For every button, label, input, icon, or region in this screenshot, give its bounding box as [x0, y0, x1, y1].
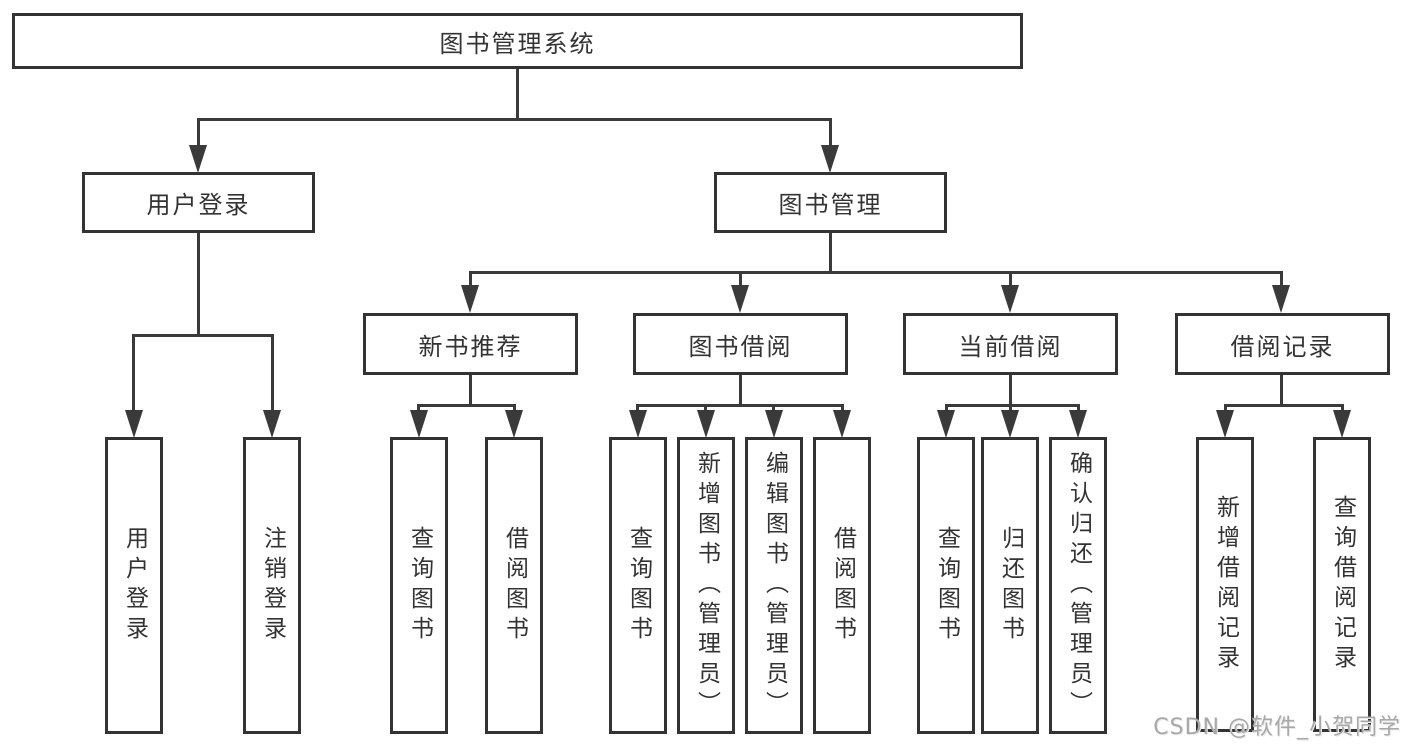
leaf-query-book-3: 查询图书 — [917, 437, 975, 734]
node-root: 图书管理系统 — [12, 13, 1023, 69]
connector-line — [469, 271, 472, 287]
connector-arrowhead — [263, 410, 281, 438]
connector-line — [197, 118, 832, 121]
connector-line — [1224, 404, 1344, 407]
connector-line — [271, 334, 274, 411]
leaf-query-book-1-label: 查询图书 — [406, 525, 433, 646]
leaf-user-login-label: 用户登录 — [121, 525, 148, 646]
connector-arrowhead — [1216, 410, 1234, 438]
connector-line — [1341, 404, 1344, 412]
connector-line — [841, 404, 844, 412]
connector-arrowhead — [1001, 410, 1019, 438]
node-borrow-record-label: 借阅记录 — [1230, 332, 1335, 361]
connector-arrowhead — [505, 410, 523, 438]
node-user-login-label: 用户登录 — [146, 191, 251, 219]
node-book-management: 图书管理 — [714, 172, 947, 233]
leaf-confirm-return-admin-label: 确认归还（管理员） — [1065, 450, 1092, 721]
connector-line — [739, 375, 742, 407]
connector-line — [945, 404, 1080, 407]
connector-line — [1009, 271, 1012, 287]
node-book-management-label: 图书管理 — [778, 191, 883, 219]
connector-line — [417, 404, 516, 407]
connector-line — [417, 404, 420, 412]
leaf-borrow-book-2-label: 借阅图书 — [829, 525, 856, 646]
leaf-query-book-2-label: 查询图书 — [625, 525, 652, 646]
connector-line — [513, 404, 516, 412]
connector-line — [1009, 375, 1012, 407]
connector-line — [1224, 404, 1227, 412]
connector-arrowhead — [833, 410, 851, 438]
node-new-book-recommend: 新书推荐 — [363, 313, 578, 375]
connector-arrowhead — [821, 145, 839, 173]
connector-line — [829, 118, 832, 148]
connector-arrowhead — [1001, 285, 1019, 313]
connector-line — [739, 271, 742, 287]
leaf-logout: 注销登录 — [243, 437, 301, 734]
leaf-return-book-label: 归还图书 — [997, 525, 1024, 646]
connector-line — [1077, 404, 1080, 412]
connector-line — [197, 233, 200, 337]
leaf-edit-book-admin: 编辑图书（管理员） — [745, 437, 803, 734]
connector-arrowhead — [189, 145, 207, 173]
leaf-add-book-admin: 新增图书（管理员） — [677, 437, 735, 734]
leaf-query-borrow-record-label: 查询借阅记录 — [1329, 494, 1356, 675]
connector-line — [469, 375, 472, 407]
connector-line — [1280, 271, 1283, 287]
leaf-return-book: 归还图书 — [981, 437, 1039, 734]
connector-line — [132, 334, 274, 337]
leaf-add-book-admin-label: 新增图书（管理员） — [693, 450, 720, 721]
connector-line — [516, 69, 519, 120]
connector-arrowhead — [731, 285, 749, 313]
leaf-logout-label: 注销登录 — [259, 525, 286, 646]
connector-line — [132, 334, 135, 411]
leaf-query-book-1: 查询图书 — [390, 437, 448, 734]
connector-line — [829, 233, 832, 274]
node-current-borrow-label: 当前借阅 — [958, 332, 1063, 361]
node-current-borrow: 当前借阅 — [903, 313, 1118, 375]
connector-line — [704, 404, 707, 412]
leaf-add-borrow-record: 新增借阅记录 — [1196, 437, 1254, 732]
node-user-login: 用户登录 — [82, 172, 315, 233]
csdn-watermark: CSDN @软件_小贺同学 — [1153, 715, 1401, 740]
connector-line — [636, 404, 844, 407]
leaf-borrow-book-1: 借阅图书 — [485, 437, 543, 734]
leaf-user-login: 用户登录 — [105, 437, 163, 734]
node-new-book-recommend-label: 新书推荐 — [418, 332, 523, 361]
leaf-borrow-book-1-label: 借阅图书 — [501, 525, 528, 646]
node-borrow-record: 借阅记录 — [1175, 313, 1390, 375]
connector-arrowhead — [410, 410, 428, 438]
leaf-query-book-2: 查询图书 — [609, 437, 667, 734]
connector-arrowhead — [1069, 410, 1087, 438]
connector-arrowhead — [697, 410, 715, 438]
connector-line — [1280, 375, 1283, 407]
connector-arrowhead — [937, 410, 955, 438]
connector-line — [772, 404, 775, 412]
leaf-add-borrow-record-label: 新增借阅记录 — [1212, 494, 1239, 675]
leaf-confirm-return-admin: 确认归还（管理员） — [1049, 437, 1107, 734]
connector-arrowhead — [461, 285, 479, 313]
leaf-query-borrow-record: 查询借阅记录 — [1313, 437, 1371, 732]
connector-line — [945, 404, 948, 412]
connector-arrowhead — [629, 410, 647, 438]
connector-line — [636, 404, 639, 412]
node-book-borrow: 图书借阅 — [633, 313, 848, 375]
node-book-borrow-label: 图书借阅 — [688, 332, 793, 361]
connector-line — [469, 271, 1283, 274]
connector-line — [197, 118, 200, 148]
leaf-edit-book-admin-label: 编辑图书（管理员） — [761, 450, 788, 721]
connector-arrowhead — [765, 410, 783, 438]
connector-arrowhead — [125, 410, 143, 438]
leaf-borrow-book-2: 借阅图书 — [813, 437, 871, 734]
connector-arrowhead — [1333, 410, 1351, 438]
connector-arrowhead — [1272, 285, 1290, 313]
node-root-label: 图书管理系统 — [439, 29, 596, 58]
leaf-query-book-3-label: 查询图书 — [933, 525, 960, 646]
connector-line — [1009, 404, 1012, 412]
